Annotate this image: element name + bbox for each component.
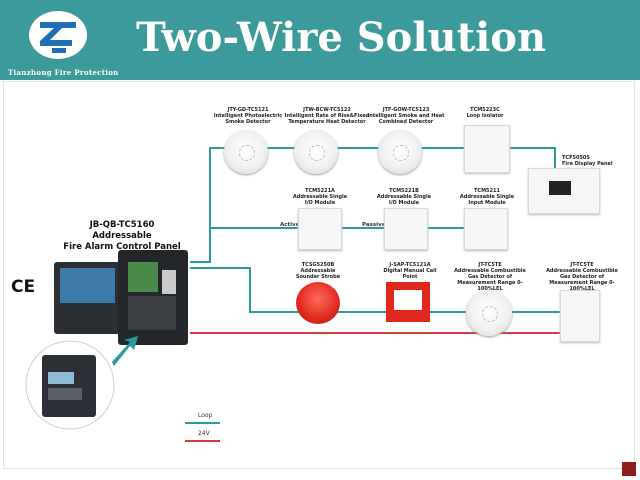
legend-loop-label: Loop xyxy=(198,412,213,419)
display-screen xyxy=(549,181,571,195)
loop-wire-main xyxy=(190,147,556,263)
loop-isolator-image xyxy=(464,125,510,173)
passive-label: Passive xyxy=(362,222,386,228)
panel-model: JB-QB-TC5160 xyxy=(89,220,155,230)
heat-detector-image xyxy=(294,130,338,174)
keypad-zoom-image xyxy=(25,340,115,430)
header-banner: Tianzhong Fire Protection Two-Wire Solut… xyxy=(0,0,640,80)
combined-detector-image xyxy=(378,130,422,174)
io-module-a-image xyxy=(298,208,342,250)
panel-line2: Fire Alarm Control Panel xyxy=(63,242,181,252)
call-point-image xyxy=(386,282,430,322)
fire-display-image xyxy=(528,168,600,214)
panel-line1: Addressable xyxy=(92,231,152,241)
call-point-glass xyxy=(394,290,422,310)
gas-detector-a-image xyxy=(466,290,512,336)
tz-logo-icon xyxy=(29,11,87,59)
sounder-strobe-image xyxy=(296,282,340,324)
watermark-badge xyxy=(622,462,636,476)
io-module-b-image xyxy=(384,208,428,250)
diagram-frame xyxy=(3,81,635,469)
panel-title: JB-QB-TC5160 Addressable Fire Alarm Cont… xyxy=(52,220,192,253)
control-panel-image xyxy=(54,250,188,345)
ce-mark: CE xyxy=(11,277,36,297)
gas-detector-b-image xyxy=(560,290,600,342)
legend-power-label: 24V xyxy=(198,430,210,437)
input-module-image xyxy=(464,208,508,250)
active-label: Active xyxy=(280,222,300,228)
brand-name: Tianzhong Fire Protection xyxy=(8,68,119,77)
page-title: Two-Wire Solution xyxy=(136,14,547,61)
zoom-arrow-icon xyxy=(112,336,138,366)
smoke-detector-image xyxy=(224,130,268,174)
